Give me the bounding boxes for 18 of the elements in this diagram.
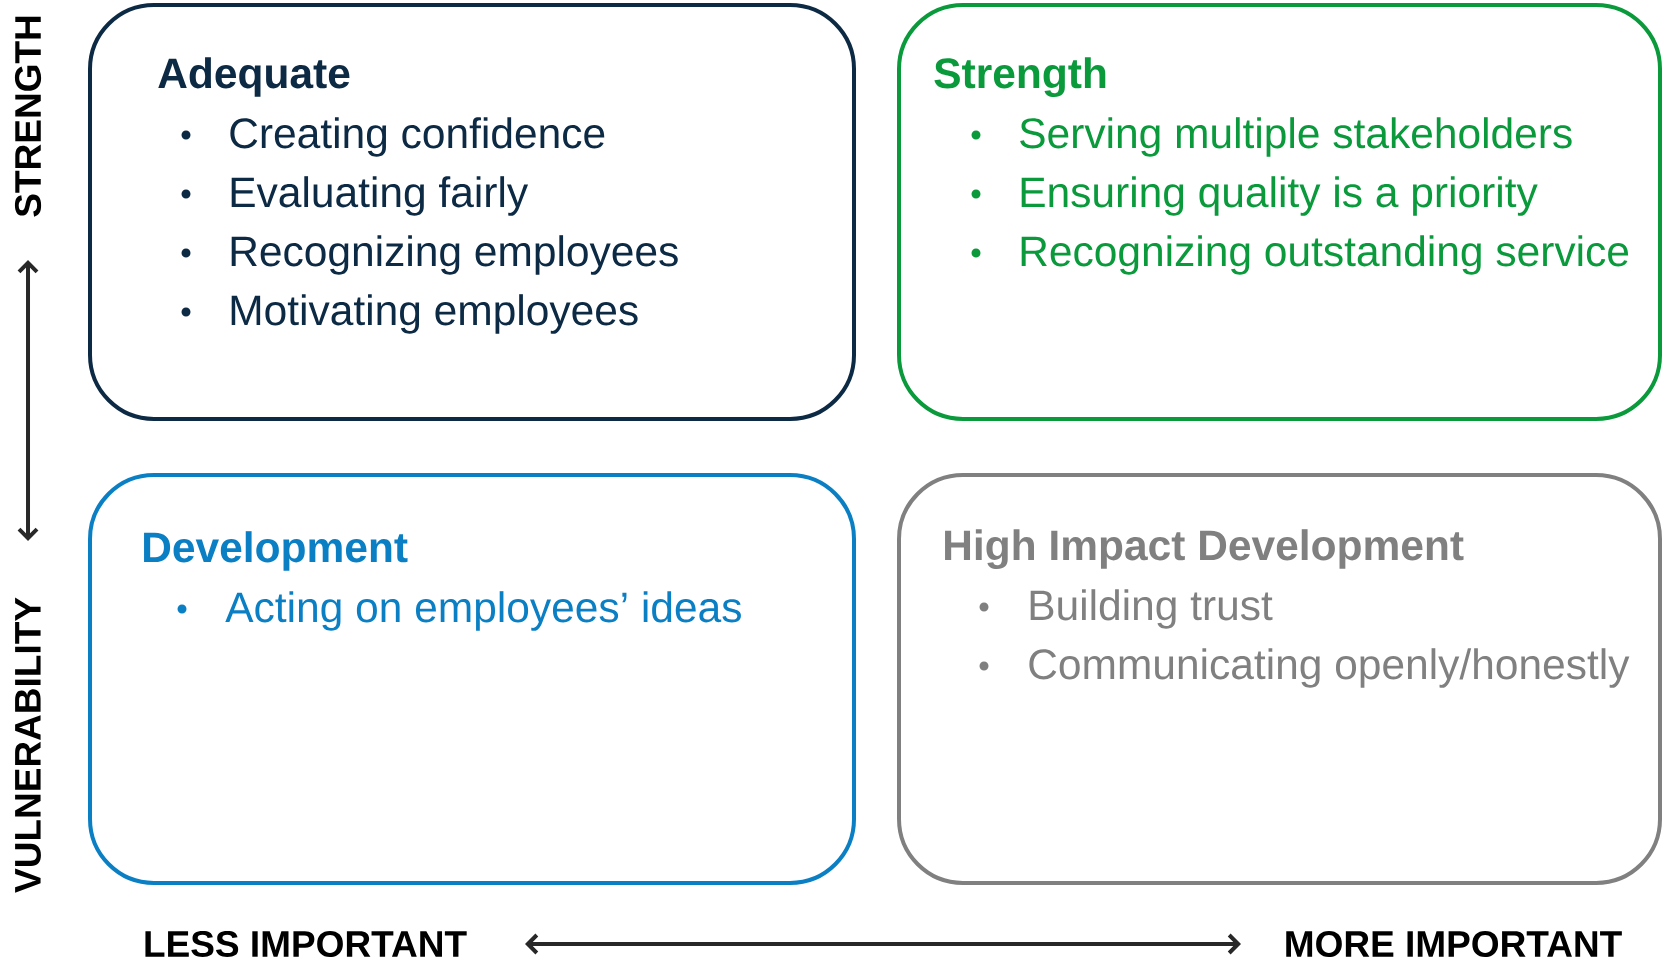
box-heading: Strength bbox=[934, 57, 1106, 97]
bullet-item: Building trust bbox=[1030, 589, 1273, 629]
box-heading: High Impact Development bbox=[945, 529, 1464, 569]
bullet-item: Communicating openly/honestly bbox=[1029, 648, 1630, 688]
box-heading: Development bbox=[144, 531, 408, 571]
bullet-item: Evaluating fairly bbox=[231, 176, 529, 216]
box-heading: Adequate bbox=[158, 57, 350, 97]
bullet-item: Recognizing outstanding service bbox=[1021, 235, 1629, 275]
axis-label: LESS IMPORTANT bbox=[145, 930, 467, 958]
bullet-item: Creating confidence bbox=[230, 117, 605, 157]
bullet-item: Ensuring quality is a priority bbox=[1021, 176, 1538, 216]
bullet-item: Acting on employees’ ideas bbox=[225, 591, 741, 631]
axis-label: MORE IMPORTANT bbox=[1286, 930, 1622, 958]
axis-label: VULNERABILITY bbox=[15, 597, 41, 893]
bullet-item: Motivating employees bbox=[231, 294, 638, 334]
axis-label: STRENGTH bbox=[14, 16, 42, 217]
bullet-item: Recognizing employees bbox=[231, 235, 678, 275]
bullet-item: Serving multiple stakeholders bbox=[1020, 117, 1572, 157]
